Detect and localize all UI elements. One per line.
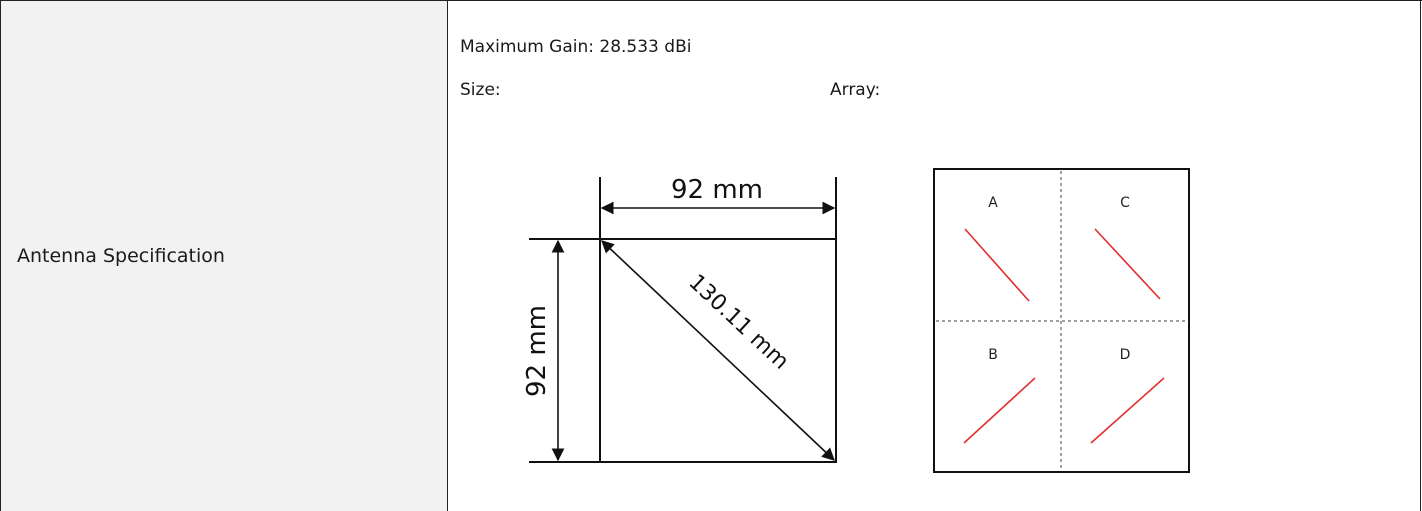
- width-dimension-text: 92 mm: [671, 175, 763, 205]
- diagrams-canvas: 92 mm 92 mm 130.11 mm A C B D: [522, 168, 1190, 473]
- array-label: Array:: [830, 80, 881, 100]
- size-label: Size:: [460, 80, 501, 100]
- diagonal-dimension-arrow: [601, 240, 835, 461]
- size-diagram: 92 mm 92 mm 130.11 mm: [522, 175, 837, 463]
- element-c: [1094, 228, 1161, 300]
- cell-label-d: D: [1120, 347, 1131, 363]
- height-dimension-text: 92 mm: [522, 305, 552, 397]
- element-d: [1090, 377, 1165, 444]
- cell-label-c: C: [1120, 195, 1130, 211]
- max-gain-line: Maximum Gain: 28.533 dBi: [460, 37, 691, 57]
- cell-label-a: A: [988, 195, 998, 211]
- array-diagram: A C B D: [933, 168, 1190, 473]
- element-b: [963, 377, 1036, 444]
- max-gain-value: 28.533 dBi: [599, 37, 692, 57]
- row-label-cell: Antenna Specification: [0, 1, 448, 511]
- element-a: [964, 228, 1030, 302]
- max-gain-label: Maximum Gain:: [460, 37, 594, 57]
- row-value-cell: Maximum Gain: 28.533 dBi Size: Array: 92…: [449, 1, 1421, 511]
- row-label: Antenna Specification: [17, 245, 225, 267]
- diagonal-dimension-text: 130.11 mm: [684, 270, 794, 375]
- antenna-square: [599, 238, 837, 463]
- cell-label-b: B: [988, 347, 998, 363]
